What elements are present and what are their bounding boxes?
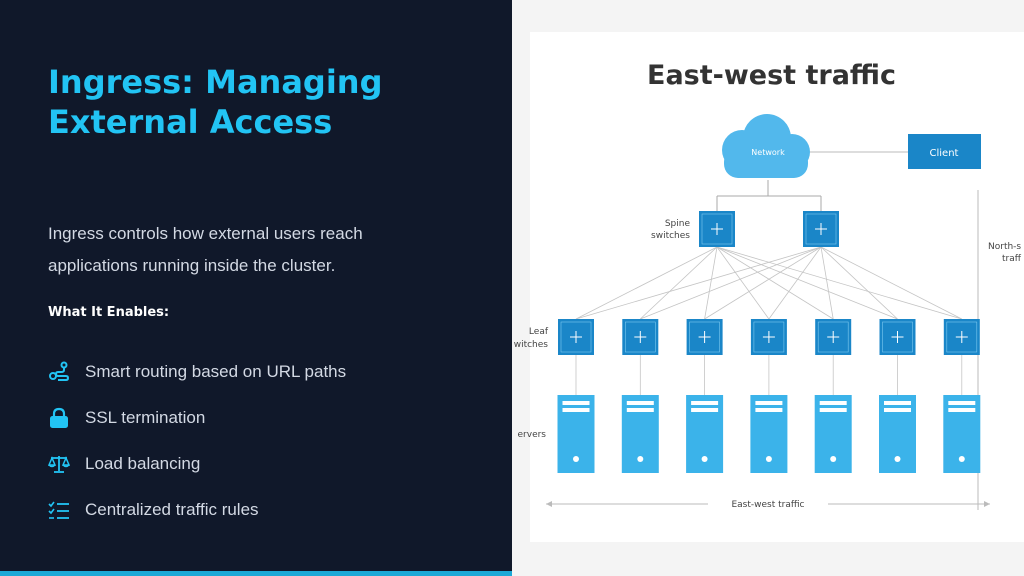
route-icon	[49, 361, 70, 381]
scale-icon	[48, 456, 70, 473]
leaf-switch-icon	[622, 319, 659, 355]
lock-icon	[50, 407, 68, 428]
network-cloud-icon	[722, 114, 810, 178]
server-icon	[879, 395, 916, 473]
feature-item-routing: Smart routing based on URL paths	[48, 358, 468, 386]
server-icon	[557, 395, 595, 473]
spine-label-2: switches	[651, 231, 690, 241]
checklist-icon	[48, 501, 69, 519]
feature-label: Load balancing	[85, 454, 201, 473]
server-icon	[814, 395, 852, 473]
spine-switch-icon	[803, 211, 839, 247]
spine-leaf-mesh	[575, 246, 963, 395]
leaf-switch-icon	[750, 319, 787, 355]
feature-item-traffic-rules: Centralized traffic rules	[48, 496, 468, 524]
leaf-label-2: witches	[514, 340, 549, 350]
enables-heading: What It Enables:	[48, 305, 170, 320]
spine-label: Spine	[665, 219, 691, 229]
server-icon	[750, 395, 788, 473]
leaf-switch-icon	[558, 319, 594, 355]
accent-bar	[0, 571, 512, 576]
leaf-switch-icon	[815, 319, 852, 355]
north-south-label: North-s	[988, 242, 1021, 252]
leaf-switch-icon	[879, 319, 916, 355]
leaf-label: Leaf	[529, 327, 549, 337]
text-panel: Ingress: Managing External Access Ingres…	[0, 63, 512, 576]
cloud-spine-links	[716, 180, 822, 212]
feature-item-ssl: SSL termination	[48, 404, 468, 432]
intro-text: Ingress controls how external users reac…	[48, 224, 363, 275]
leaf-switch-icon	[686, 319, 723, 355]
client-label: Client	[930, 148, 959, 159]
network-label: Network	[751, 148, 785, 157]
feature-label: SSL termination	[85, 408, 206, 427]
slide-title: Ingress: Managing External Access	[48, 63, 383, 141]
east-west-label: East-west traffic	[731, 500, 804, 510]
server-icon	[621, 395, 659, 473]
diagram-title: East-west traffic	[647, 60, 897, 91]
server-icon	[686, 395, 724, 473]
feature-item-load-balancing: Load balancing	[48, 450, 468, 478]
east-west-diagram: Network Client Spine switches Leaf witch…	[514, 114, 1022, 510]
east-west-arrow	[546, 501, 990, 507]
servers-label: ervers	[518, 430, 547, 440]
north-south-label-2: traff	[1002, 254, 1022, 264]
server-icon	[943, 395, 981, 473]
feature-label: Smart routing based on URL paths	[85, 362, 347, 381]
client-box	[908, 134, 981, 169]
diagram-panel: East-west traffic Network Client Spine s…	[512, 0, 1024, 576]
leaf-switch-icon	[943, 319, 980, 355]
feature-label: Centralized traffic rules	[85, 500, 259, 519]
network-nodes	[557, 211, 981, 473]
spine-switch-icon	[699, 211, 735, 247]
